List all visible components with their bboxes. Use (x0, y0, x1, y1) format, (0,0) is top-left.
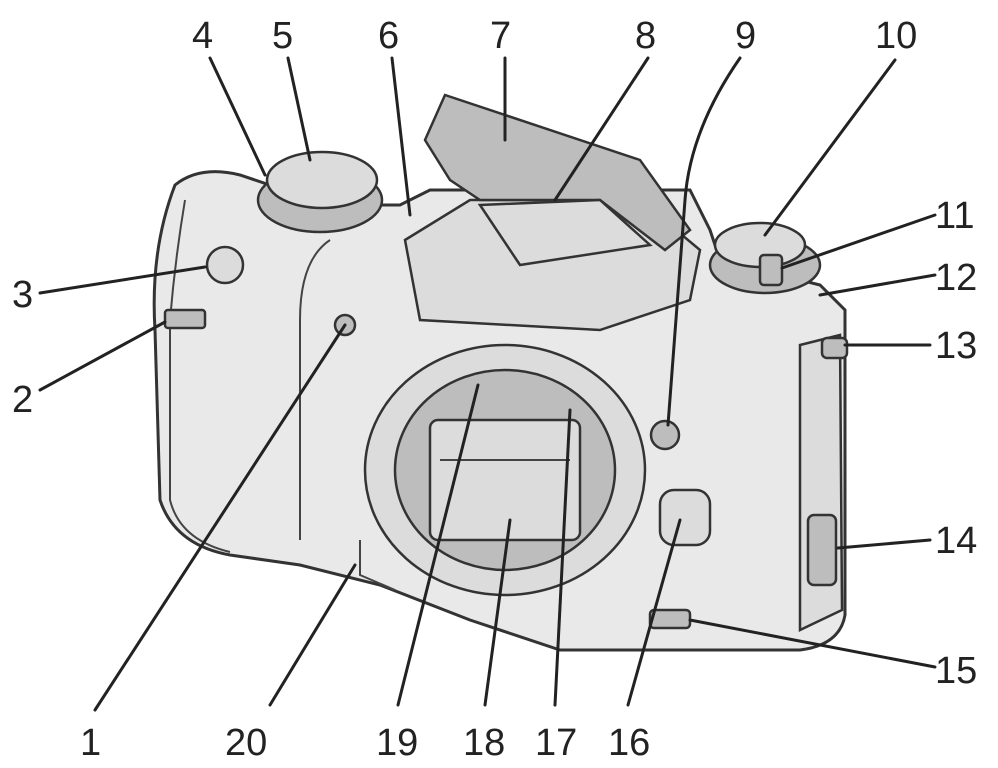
callout-1: 1 (80, 722, 101, 764)
leader-lines (38, 56, 937, 712)
leader-15 (688, 618, 937, 669)
callout-4: 4 (192, 15, 213, 57)
shutter-button (205, 245, 245, 285)
flash-button (649, 419, 681, 451)
leader-2 (38, 320, 167, 392)
leader-18 (483, 518, 512, 707)
leader-17 (553, 408, 572, 707)
callout-6: 6 (378, 15, 399, 57)
callout-9: 9 (735, 15, 756, 57)
dial-lever (758, 253, 784, 287)
lens-release-button (658, 488, 712, 547)
leader-8 (553, 56, 650, 202)
leader-5 (286, 56, 312, 162)
callout-13: 13 (935, 325, 977, 367)
leader-14 (836, 538, 932, 550)
grip-edge (299, 239, 331, 540)
camera-illustration (152, 93, 849, 652)
leader-10 (763, 58, 897, 237)
mirror (428, 418, 582, 542)
callout-16: 16 (608, 722, 650, 764)
callout-14: 14 (935, 520, 977, 562)
callout-7: 7 (490, 15, 511, 57)
leader-20 (268, 563, 357, 707)
leader-11 (780, 213, 937, 270)
leader-6 (390, 56, 412, 217)
callout-12: 12 (935, 257, 977, 299)
callout-20: 20 (225, 722, 267, 764)
callout-18: 18 (463, 722, 505, 764)
terminal-cover (806, 513, 838, 587)
callout-11: 11 (935, 195, 974, 237)
callout-3: 3 (12, 274, 33, 316)
left-dial-top (265, 150, 379, 210)
callout-19: 19 (376, 722, 418, 764)
front-strip (359, 540, 396, 591)
callout-2: 2 (12, 379, 33, 421)
callout-8: 8 (635, 15, 656, 57)
callout-15: 15 (935, 650, 977, 692)
leader-19 (396, 383, 480, 707)
callout-5: 5 (272, 15, 293, 57)
leader-3 (38, 265, 207, 295)
strap-eyelet (820, 336, 849, 360)
popup-flash (423, 93, 692, 252)
leader-16 (626, 518, 682, 707)
bottom-switch (648, 608, 692, 630)
callout-numbers: 1 2 3 4 5 6 7 8 9 10 11 12 13 14 15 16 1… (12, 15, 977, 764)
callout-10: 10 (875, 15, 917, 57)
leader-1 (93, 323, 347, 712)
flash-window (477, 198, 653, 267)
leader-9 (666, 56, 742, 427)
sensor-window (163, 308, 207, 330)
callout-17: 17 (535, 722, 577, 764)
leader-4 (208, 56, 267, 177)
leader-12 (818, 273, 937, 297)
